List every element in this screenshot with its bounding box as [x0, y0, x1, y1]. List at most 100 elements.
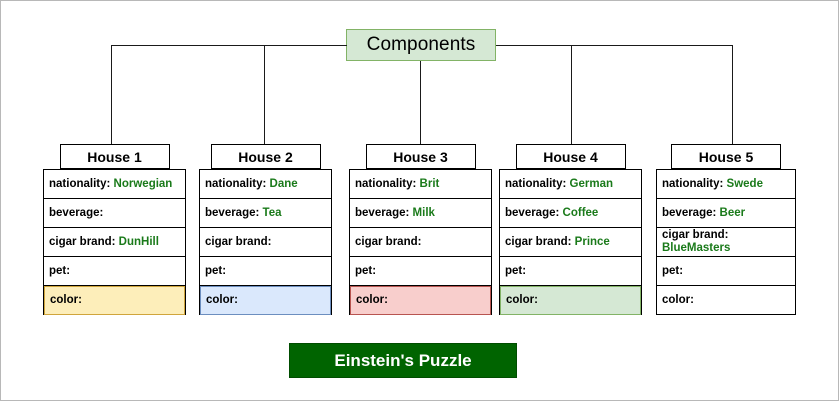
house-3-nationality-label: nationality: — [355, 177, 417, 190]
house-column-5: House 5 nationality: Swede beverage: Bee… — [656, 144, 796, 315]
house-header-2[interactable]: House 2 — [210, 144, 321, 169]
house-4-beverage-text: beverage: Coffee — [505, 207, 598, 220]
house-4-pet-label: pet: — [505, 264, 527, 277]
connector-drop-house-3 — [420, 61, 421, 144]
house-1-row-pet[interactable]: pet: — [44, 257, 185, 286]
house-column-3: House 3 nationality: Brit beverage: Milk… — [349, 144, 492, 315]
house-3-nationality-text: nationality: Brit — [355, 178, 439, 191]
house-2-beverage-label: beverage: — [205, 206, 260, 219]
house-1-row-color[interactable]: color: — [44, 286, 185, 315]
house-4-row-nationality[interactable]: nationality: German — [500, 170, 641, 199]
house-4-cigar-brand-text: cigar brand: Prince — [505, 236, 610, 249]
house-1-pet-label: pet: — [49, 264, 71, 277]
house-1-pet-text: pet: — [49, 265, 70, 278]
house-4-cigar-brand-value: Prince — [574, 235, 610, 248]
puzzle-title-banner: Einstein's Puzzle — [289, 343, 517, 378]
connector-bus-right — [496, 45, 732, 46]
house-3-color-label: color: — [356, 294, 388, 306]
house-4-row-cigar-brand[interactable]: cigar brand: Prince — [500, 228, 641, 257]
house-2-row-color[interactable]: color: — [200, 286, 331, 315]
house-2-beverage-value: Tea — [262, 206, 282, 219]
house-5-nationality-label: nationality: — [662, 177, 724, 190]
house-3-row-nationality[interactable]: nationality: Brit — [350, 170, 491, 199]
house-4-beverage-label: beverage: — [505, 206, 560, 219]
house-5-color-text: color: — [662, 294, 694, 307]
house-3-row-pet[interactable]: pet: — [350, 257, 491, 286]
house-4-row-pet[interactable]: pet: — [500, 257, 641, 286]
house-3-beverage-text: beverage: Milk — [355, 207, 435, 220]
house-title-5: House 5 — [698, 148, 754, 165]
house-header-1[interactable]: House 1 — [59, 144, 170, 169]
house-4-row-beverage[interactable]: beverage: Coffee — [500, 199, 641, 228]
house-header-3[interactable]: House 3 — [365, 144, 476, 169]
house-3-cigar-brand-label: cigar brand: — [355, 235, 422, 248]
house-body-4: nationality: German beverage: Coffee cig… — [499, 169, 642, 315]
house-5-cigar-brand-text: cigar brand:BlueMasters — [662, 229, 730, 255]
house-title-1: House 1 — [87, 148, 142, 165]
house-2-row-beverage[interactable]: beverage: Tea — [200, 199, 331, 228]
house-1-nationality-label: nationality: — [49, 177, 111, 190]
connector-drop-house-4 — [571, 45, 572, 144]
house-5-cigar-brand-value: BlueMasters — [662, 242, 731, 254]
house-2-cigar-brand-label: cigar brand: — [205, 235, 272, 248]
house-1-row-nationality[interactable]: nationality: Norwegian — [44, 170, 185, 199]
house-2-pet-text: pet: — [205, 265, 226, 278]
house-1-row-beverage[interactable]: beverage: — [44, 199, 185, 228]
house-4-row-color[interactable]: color: — [500, 286, 641, 315]
house-2-row-nationality[interactable]: nationality: Dane — [200, 170, 331, 199]
house-3-row-cigar-brand[interactable]: cigar brand: — [350, 228, 491, 257]
house-title-2: House 2 — [238, 148, 293, 165]
house-header-5[interactable]: House 5 — [671, 144, 781, 169]
house-3-nationality-value: Brit — [419, 177, 440, 190]
house-1-beverage-label: beverage: — [49, 206, 104, 219]
house-5-row-color[interactable]: color: — [657, 286, 795, 315]
house-2-nationality-label: nationality: — [205, 177, 267, 190]
house-title-4: House 4 — [543, 148, 598, 165]
house-4-nationality-text: nationality: German — [505, 178, 613, 191]
house-2-nationality-text: nationality: Dane — [205, 178, 298, 191]
house-1-nationality-text: nationality: Norwegian — [49, 178, 172, 191]
house-title-3: House 3 — [393, 148, 448, 165]
house-3-row-color[interactable]: color: — [350, 286, 491, 315]
house-1-row-cigar-brand[interactable]: cigar brand: DunHill — [44, 228, 185, 257]
house-5-beverage-label: beverage: — [662, 206, 717, 219]
house-column-2: House 2 nationality: Dane beverage: Tea … — [199, 144, 332, 315]
house-4-cigar-brand-label: cigar brand: — [505, 235, 572, 248]
house-3-row-beverage[interactable]: beverage: Milk — [350, 199, 491, 228]
house-5-beverage-text: beverage: Beer — [662, 207, 745, 220]
connector-drop-house-1 — [111, 45, 112, 144]
house-4-nationality-value: German — [569, 177, 614, 190]
house-header-4[interactable]: House 4 — [515, 144, 626, 169]
connector-drop-house-2 — [264, 45, 265, 144]
house-5-cigar-brand-label: cigar brand: — [662, 229, 729, 241]
house-1-cigar-brand-value: DunHill — [118, 235, 159, 248]
house-body-3: nationality: Brit beverage: Milk cigar b… — [349, 169, 492, 315]
house-3-pet-text: pet: — [355, 265, 376, 278]
house-5-row-pet[interactable]: pet: — [657, 257, 795, 286]
puzzle-title-label: Einstein's Puzzle — [334, 350, 472, 370]
house-body-5: nationality: Swede beverage: Beer cigar … — [656, 169, 796, 315]
house-column-4: House 4 nationality: German beverage: Co… — [499, 144, 642, 315]
house-1-nationality-value: Norwegian — [113, 177, 173, 190]
root-node-components[interactable]: Components — [346, 29, 496, 61]
house-5-color-label: color: — [662, 293, 694, 306]
house-body-2: nationality: Dane beverage: Tea cigar br… — [199, 169, 332, 315]
house-5-row-nationality[interactable]: nationality: Swede — [657, 170, 795, 199]
house-3-cigar-brand-text: cigar brand: — [355, 236, 421, 249]
house-2-color-label: color: — [206, 294, 238, 306]
house-5-row-cigar-brand[interactable]: cigar brand:BlueMasters — [657, 228, 795, 257]
house-1-beverage-text: beverage: — [49, 207, 103, 220]
house-4-color-label: color: — [506, 294, 538, 306]
connector-bus-left — [111, 45, 347, 46]
house-4-pet-text: pet: — [505, 265, 526, 278]
house-5-beverage-value: Beer — [719, 206, 746, 219]
house-4-color-text: color: — [506, 294, 538, 307]
house-5-nationality-text: nationality: Swede — [662, 178, 763, 191]
house-2-nationality-value: Dane — [269, 177, 298, 190]
house-5-row-beverage[interactable]: beverage: Beer — [657, 199, 795, 228]
house-column-1: House 1 nationality: Norwegian beverage:… — [43, 144, 186, 315]
house-1-color-text: color: — [50, 294, 82, 307]
house-2-pet-label: pet: — [205, 264, 227, 277]
house-2-row-pet[interactable]: pet: — [200, 257, 331, 286]
house-2-row-cigar-brand[interactable]: cigar brand: — [200, 228, 331, 257]
